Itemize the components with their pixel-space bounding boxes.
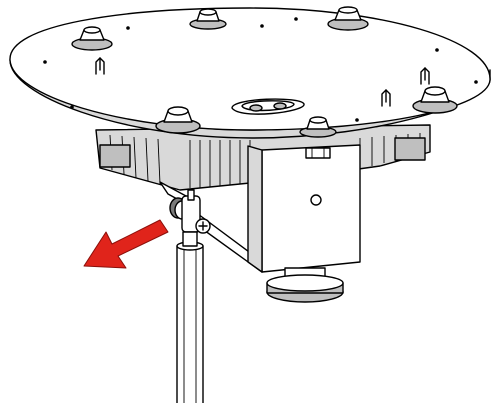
mounting-pole	[176, 241, 204, 403]
retaining-clip	[381, 89, 391, 107]
round-plate	[9, 6, 491, 139]
rubber-foot	[327, 6, 369, 31]
rubber-foot	[189, 8, 227, 30]
screw-head-icon	[195, 218, 211, 234]
rubber-foot	[412, 86, 458, 114]
mounting-bracket	[159, 144, 361, 273]
retaining-clip	[95, 57, 105, 75]
rubber-foot	[71, 26, 113, 51]
cable-slot	[231, 98, 305, 115]
adjustment-knob	[266, 267, 344, 303]
rubber-foot	[155, 106, 201, 134]
direction-arrow-icon	[83, 219, 169, 269]
retaining-clip	[420, 67, 430, 85]
rubber-foot	[299, 116, 337, 138]
pole-clamp	[169, 189, 211, 247]
